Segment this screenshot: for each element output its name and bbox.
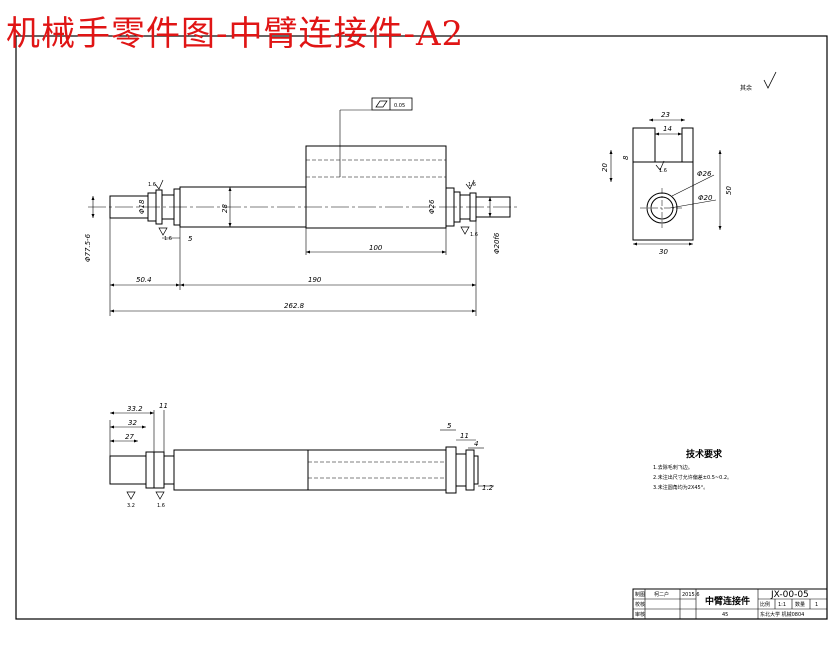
tb-qty: 1 (815, 602, 818, 608)
dim-bottom-3: 32 (128, 419, 137, 427)
rough-4: 1.6 (470, 232, 478, 238)
technical-requirements: 技术要求 1.去除毛刺飞边。 2.未注出尺寸允许偏差±0.5~0.2。 3.未注… (653, 448, 732, 491)
dim-bottom-4: 27 (125, 433, 134, 441)
dim-side-width-bottom: 30 (659, 248, 668, 256)
roughness-symbol-icon (763, 71, 777, 89)
front-view (88, 97, 520, 316)
tb-part-name: 中臂连接件 (705, 595, 750, 607)
tech-req-item-2: 2.未注出尺寸允许偏差±0.5~0.2。 (653, 474, 732, 481)
tb-material: 45 (722, 612, 728, 618)
dim-bottom-1: 33.2 (127, 405, 143, 413)
tb-label-scale: 比例 (760, 601, 770, 608)
tb-label-check: 校核 (635, 601, 645, 608)
dim-side-height: 50 (725, 186, 733, 195)
dim-block-length: 100 (369, 244, 383, 252)
dim-mid-length: 190 (308, 276, 322, 284)
dim-body: 28 (221, 204, 229, 213)
dim-side-slot-height: 20 (601, 163, 609, 172)
dim-shoulder: 5 (188, 235, 193, 243)
dim-left-length: 50.4 (136, 276, 152, 284)
tb-scale: 1:1 (778, 602, 786, 608)
dim-bottom-7: 4 (474, 440, 478, 448)
dim-side-slot-width: 14 (663, 125, 672, 133)
title-block-text: 制图 校核 审核 柯二户 2015.6 中臂连接件 45 JX-00-05 比例… (635, 590, 818, 618)
dim-side-width-top: 23 (661, 111, 670, 119)
drawing-title: 机械手零件图-中臂连接件-A2 (6, 14, 465, 54)
dim-left-shaft: Φ77.5-6 (84, 233, 92, 262)
rough-bottom-1: 3.2 (127, 503, 135, 509)
tb-drawing-no: JX-00-05 (770, 590, 809, 600)
dim-total-length: 262.8 (284, 302, 305, 310)
dim-left-small: Φ18 (138, 199, 146, 214)
rough-3: 1.6 (468, 182, 476, 188)
dim-bottom-5: 5 (447, 422, 452, 430)
tb-label-draw: 制图 (635, 591, 645, 598)
dim-right-small: Φ26 (428, 199, 436, 214)
bottom-view-labels: 33.2 11 32 27 5 11 4 1.2 3.2 1.6 (125, 402, 494, 509)
tb-date: 2015.6 (682, 592, 700, 598)
dim-bottom-6: 11 (460, 432, 469, 440)
rough-2: 1.6 (164, 236, 172, 242)
dim-bottom-8: 1.2 (482, 484, 494, 492)
dim-bottom-2: 11 (159, 402, 168, 410)
dim-side-slot-depth: 8 (622, 155, 630, 160)
tb-label-qty: 数量 (795, 601, 805, 608)
surface-note-text: 其余 (740, 84, 752, 92)
tb-school: 东北大学 机械0804 (760, 611, 804, 618)
tb-label-approve: 审核 (635, 611, 645, 618)
surface-finish-note: 其余 (740, 71, 777, 92)
flatness-value: 0.05 (394, 103, 405, 109)
side-view (609, 118, 722, 246)
dim-side-hole-inner: Φ20 (698, 194, 713, 202)
rough-side: 1.6 (659, 168, 667, 174)
dim-right-shaft: Φ20f6 (493, 232, 501, 254)
front-view-labels: Φ77.5-6 Φ18 28 Φ26 Φ20f6 5 100 50.4 190 … (84, 103, 501, 310)
tb-designer: 柯二户 (654, 591, 669, 598)
dim-side-hole-outer: Φ26 (697, 170, 712, 178)
rough-bottom-2: 1.6 (157, 503, 165, 509)
drawing-border (15, 35, 828, 620)
tech-req-item-3: 3.未注圆角均为2X45°。 (653, 484, 708, 491)
tech-req-item-1: 1.去除毛刺飞边。 (653, 464, 693, 471)
bottom-view (109, 410, 494, 500)
rough-1: 1.6 (148, 182, 156, 188)
title-block (632, 588, 828, 620)
side-view-labels: 23 14 20 8 Φ26 Φ20 50 30 1.6 (601, 111, 733, 256)
tech-req-heading: 技术要求 (686, 448, 723, 460)
